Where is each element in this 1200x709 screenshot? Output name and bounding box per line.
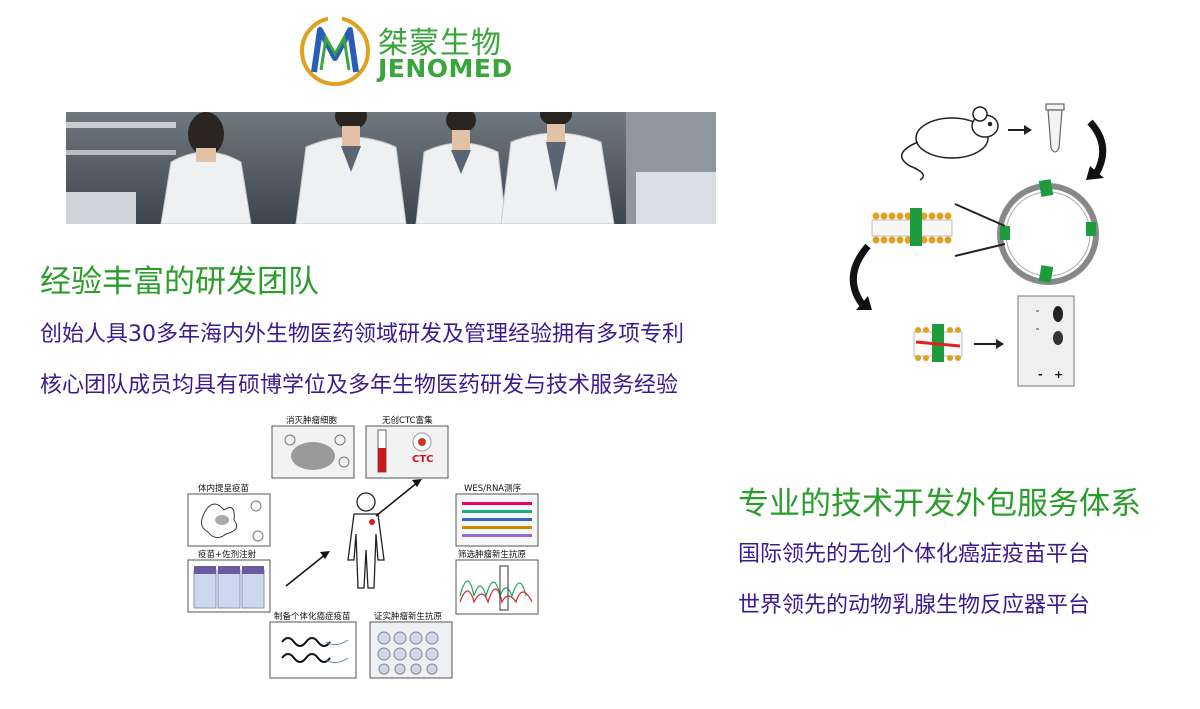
plasmid-icon bbox=[997, 179, 1099, 285]
service-heading: 专业的技术开发外包服务体系 bbox=[738, 486, 1141, 522]
company-logo: 桀蒙生物 JENOMED bbox=[298, 14, 528, 88]
tube-icon bbox=[1045, 103, 1065, 153]
service-description-line: 国际领先的无创个体化癌症疫苗平台 bbox=[738, 542, 1091, 567]
membrane-protein-icon bbox=[871, 208, 953, 246]
mouse-icon bbox=[901, 106, 999, 181]
workflow-step-label: 体内提呈疫苗 bbox=[198, 484, 250, 494]
arrow-icon bbox=[974, 339, 1004, 349]
team-heading: 经验丰富的研发团队 bbox=[40, 264, 319, 300]
bioreactor-diagram: - + bbox=[840, 96, 1130, 392]
western-blot-icon bbox=[1017, 295, 1075, 387]
logo-mark-icon bbox=[300, 14, 370, 86]
workflow-step-label: 消灭肿瘤细胞 bbox=[286, 416, 338, 426]
workflow-step-label: 无创CTC富集 bbox=[382, 416, 433, 426]
curved-arrow-icon bbox=[1087, 119, 1107, 176]
team-description-line: 创始人具30多年海内外生物医药领域研发及管理经验拥有多项专利 bbox=[40, 322, 684, 347]
workflow-step-label: 疫苗+佐剂注射 bbox=[198, 550, 257, 560]
logo-brand-cn: 桀蒙生物 bbox=[378, 26, 502, 61]
gel-lane-label: - bbox=[1038, 368, 1043, 381]
workflow-step-label: 筛选肿瘤新生抗原 bbox=[458, 550, 527, 560]
arrow-icon bbox=[1008, 125, 1032, 135]
workflow-step-label: 制备个体化癌症疫苗 bbox=[274, 612, 351, 622]
vaccine-workflow-diagram: 消灭肿瘤细胞 无创CTC富集 WES/RNA测序 筛选肿瘤新生抗原 证实肿瘤新生… bbox=[186, 410, 556, 682]
ctc-label: CTC bbox=[412, 454, 434, 465]
workflow-step-label: WES/RNA测序 bbox=[464, 484, 522, 494]
gel-lane-label: + bbox=[1054, 368, 1064, 381]
workflow-step-label: 证实肿瘤新生抗原 bbox=[374, 612, 443, 622]
human-figure-icon bbox=[347, 492, 385, 589]
curved-arrow-icon bbox=[849, 243, 871, 307]
membrane-protein-icon bbox=[913, 324, 963, 362]
team-description-line: 核心团队成员均具有硕博学位及多年生物医药研发与技术服务经验 bbox=[40, 373, 679, 398]
service-description-line: 世界领先的动物乳腺生物反应器平台 bbox=[738, 593, 1091, 618]
logo-brand-en: JENOMED bbox=[378, 54, 513, 83]
team-photo bbox=[66, 112, 716, 224]
